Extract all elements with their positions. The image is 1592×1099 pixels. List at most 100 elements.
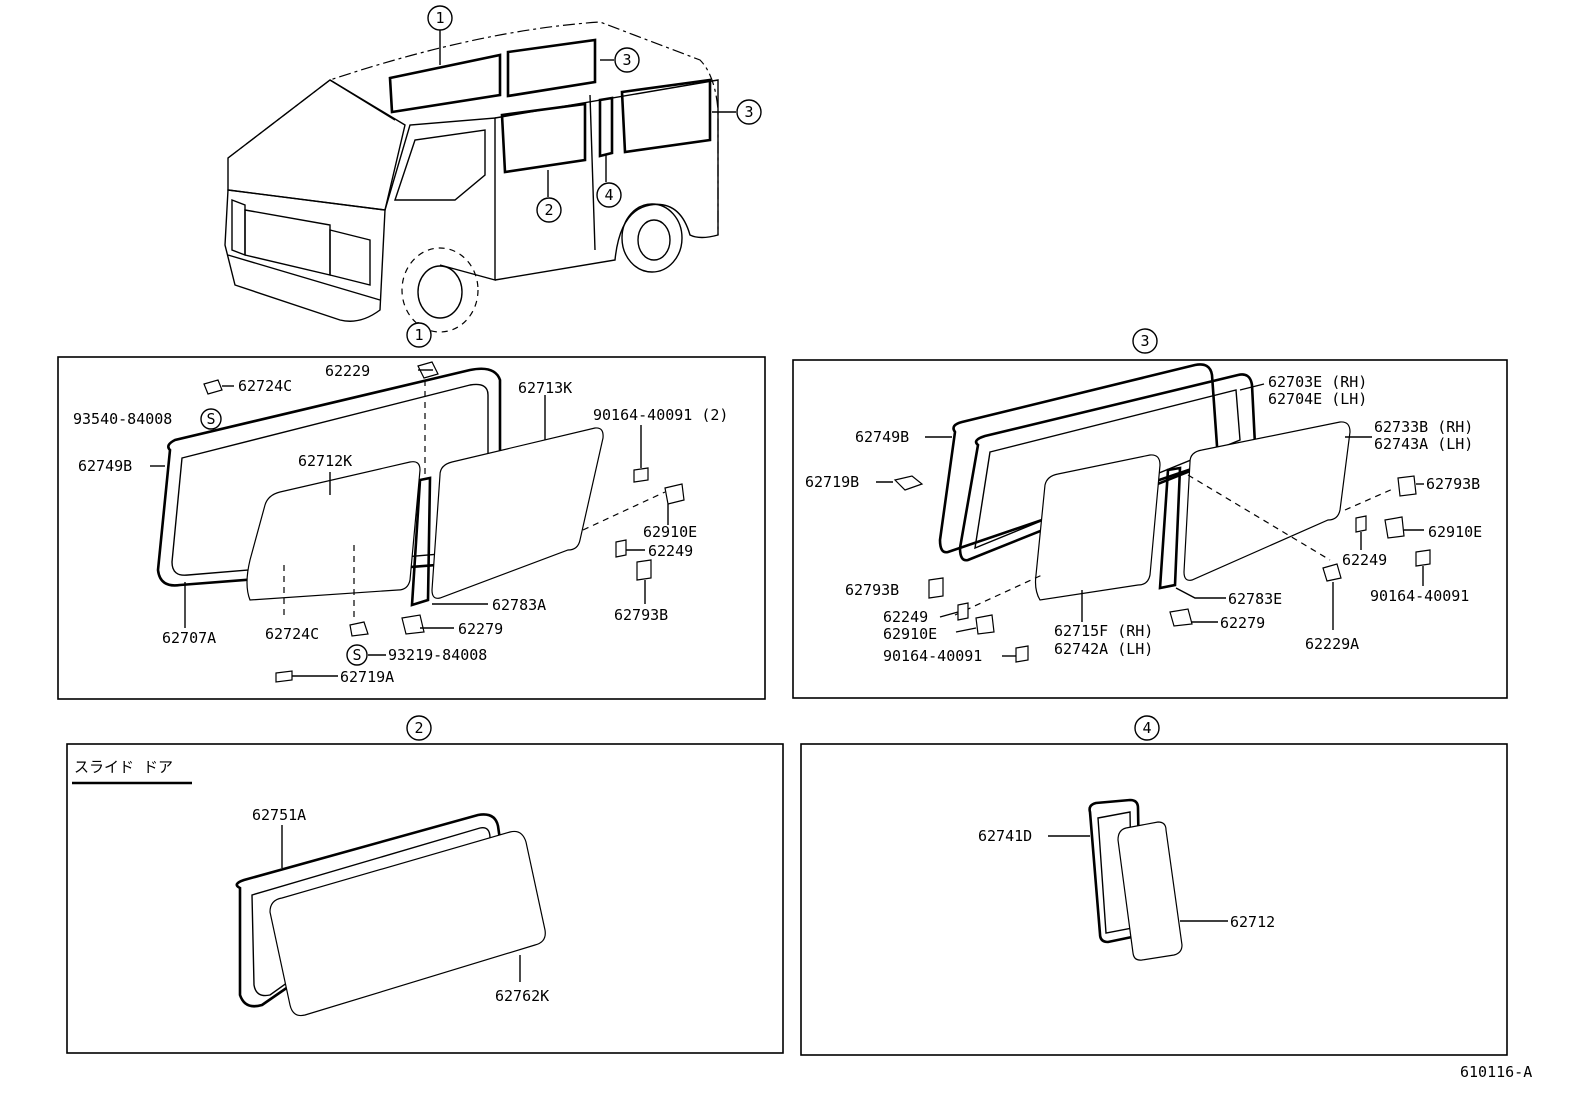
label-62741d: 62741D xyxy=(978,827,1032,845)
hinge-62910e xyxy=(664,483,685,505)
bolt-90164-r xyxy=(1415,549,1431,567)
van-windshield xyxy=(227,79,406,211)
dash-r-latch xyxy=(1344,487,1396,511)
svg-text:S: S xyxy=(206,410,215,428)
dash-latch xyxy=(582,491,666,531)
callout-1-bottom: 1 xyxy=(406,322,432,348)
label-62910e-l: 62910E xyxy=(883,625,937,643)
label-62910e: 62910E xyxy=(643,523,697,541)
diagram-code: 610116-A xyxy=(1460,1063,1532,1081)
plate-62249-l xyxy=(957,602,969,621)
label-62704e-lh: 62704E (LH) xyxy=(1268,390,1367,408)
pad-62719a xyxy=(275,670,293,683)
screw-s-93540: S xyxy=(200,408,222,430)
callout-4: 4 xyxy=(596,182,622,208)
plate-62249 xyxy=(615,539,627,558)
panel-4-frame xyxy=(800,743,1508,1056)
panel-3: 3 xyxy=(792,328,1508,699)
van-rear-wheel xyxy=(621,203,683,273)
bolt-90164 xyxy=(633,467,649,483)
van-window-3-upper xyxy=(506,38,597,98)
label-62793b-l: 62793B xyxy=(845,581,899,599)
glass-62712 xyxy=(1117,821,1183,961)
label-90164-40091-l: 90164-40091 xyxy=(883,647,982,665)
label-62279-r: 62279 xyxy=(1220,614,1265,632)
label-62793b-r: 62793B xyxy=(1426,475,1480,493)
label-62715f-rh: 62715F (RH) xyxy=(1054,622,1153,640)
panel-2-frame xyxy=(66,743,784,1054)
label-62713k: 62713K xyxy=(518,379,572,397)
van-grille xyxy=(244,209,331,276)
label-62712k: 62712K xyxy=(298,452,352,470)
run-channel-62783a xyxy=(410,476,432,607)
van-overview: 1 3 3 2 4 1 xyxy=(224,5,762,348)
label-62749b: 62749B xyxy=(78,457,132,475)
label-62229: 62229 xyxy=(325,362,370,380)
label-62724c-top: 62724C xyxy=(238,377,292,395)
label-62733b-rh: 62733B (RH) xyxy=(1374,418,1473,436)
label-62724c-bottom: 62724C xyxy=(265,625,319,643)
run-channel-62783e xyxy=(1158,466,1182,590)
frame-62703e xyxy=(958,373,1257,562)
label-62719a: 62719A xyxy=(340,668,394,686)
glass-62715f xyxy=(1034,454,1161,601)
dash-62229a xyxy=(1187,474,1331,561)
panel-4: 4 62741D 62712 xyxy=(800,715,1508,1056)
van-window-2 xyxy=(500,102,587,174)
van-front-door-window xyxy=(394,129,486,201)
label-62743a-lh: 62743A (LH) xyxy=(1374,435,1473,453)
van-roof-outline xyxy=(227,21,719,235)
label-62703e-rh: 62703E (RH) xyxy=(1268,373,1367,391)
svg-text:3: 3 xyxy=(1140,332,1149,350)
clip-62229a xyxy=(1322,563,1342,582)
bolt-90164-l xyxy=(1015,645,1029,663)
van-window-1 xyxy=(388,53,502,114)
svg-text:1: 1 xyxy=(414,326,423,344)
svg-text:2: 2 xyxy=(414,719,423,737)
van-headlight-right xyxy=(329,229,371,286)
hinge-62910e-r xyxy=(1384,516,1405,539)
bracket-62279 xyxy=(401,614,425,635)
glass-62712k xyxy=(246,461,421,601)
van-front-wheel xyxy=(401,247,479,333)
label-62793b: 62793B xyxy=(614,606,668,624)
clip-62724c-bottom xyxy=(349,621,369,637)
panel-1: S S 62229 62724C 62713K 93540-84008 9016… xyxy=(57,356,766,700)
leader-p3-62249-l xyxy=(939,611,959,618)
leader-p3-62783e xyxy=(1175,587,1226,599)
weatherstrip-62751a xyxy=(235,813,502,1008)
callout-2-panel: 2 xyxy=(406,715,432,741)
panel-2-heading: スライド ドア xyxy=(74,758,173,776)
label-62783e: 62783E xyxy=(1228,590,1282,608)
screw-s-93219: S xyxy=(346,644,368,666)
latch-62793b-l xyxy=(928,577,944,599)
hinge-62910e-l xyxy=(975,614,995,635)
clip-62724c-top xyxy=(203,379,223,395)
callout-4-panel: 4 xyxy=(1134,715,1160,741)
van-front-hub xyxy=(417,265,463,319)
bracket-62279-r xyxy=(1169,608,1193,627)
pad-62719b xyxy=(893,475,924,491)
panel-3-frame xyxy=(792,359,1508,699)
label-62742a-lh: 62742A (LH) xyxy=(1054,640,1153,658)
svg-text:4: 4 xyxy=(604,186,613,204)
leader-p3-62703e xyxy=(1239,383,1265,391)
glass-62713k xyxy=(431,427,604,599)
label-62249-r: 62249 xyxy=(1342,551,1387,569)
svg-text:S: S xyxy=(352,646,361,664)
label-90164-40091: 90164-40091 (2) xyxy=(593,406,728,424)
svg-text:2: 2 xyxy=(544,201,553,219)
label-93219-84008: 93219-84008 xyxy=(388,646,487,664)
svg-text:4: 4 xyxy=(1142,719,1151,737)
van-rear-hub xyxy=(637,219,671,261)
svg-text:1: 1 xyxy=(435,9,444,27)
svg-text:3: 3 xyxy=(744,103,753,121)
dash-l-latch xyxy=(954,574,1043,616)
callout-3-upper: 3 xyxy=(614,47,640,73)
label-62762k: 62762K xyxy=(495,987,549,1005)
van-bumper xyxy=(227,254,381,301)
van-slide-door-seam xyxy=(589,94,596,251)
van-window-3-rear xyxy=(620,78,712,154)
plate-62249-r xyxy=(1355,515,1367,533)
callout-3-rear: 3 xyxy=(736,99,762,125)
